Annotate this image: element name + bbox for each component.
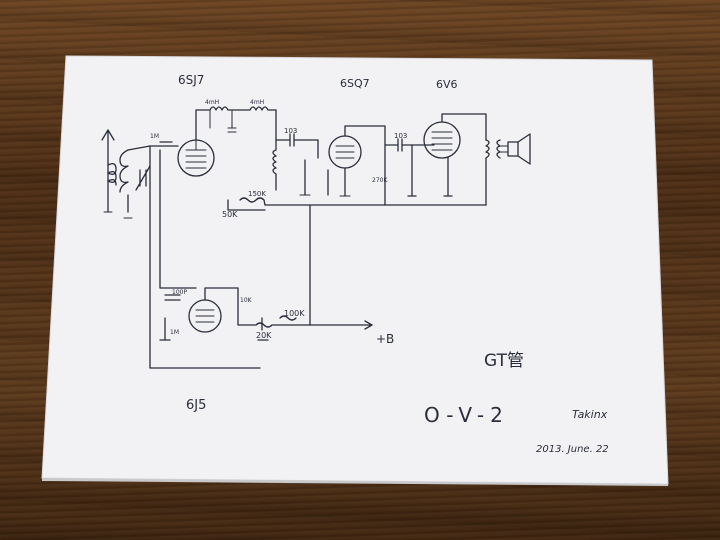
label-res-100k: 100K — [284, 309, 305, 318]
coupling-cap-1 — [275, 133, 319, 159]
speaker-icon — [499, 133, 531, 165]
label-res-1m-top: 1M — [150, 133, 159, 140]
label-res-1m-bottom: 1M — [170, 329, 179, 336]
label-circuit-name: O-V-2 — [424, 403, 509, 427]
antenna-coil — [103, 145, 151, 219]
label-res-150k: 150K — [248, 190, 266, 198]
label-cap-103-b: 103 — [394, 132, 407, 140]
label-cap-10k: 10K — [240, 297, 253, 304]
tuning-capacitor — [135, 165, 151, 191]
label-6v6: 6V6 — [436, 78, 458, 91]
label-res-270k: 270K — [372, 177, 388, 184]
label-6sj7: 6SJ7 — [178, 73, 204, 87]
label-inductor-left: 4mH — [205, 99, 219, 106]
tube-6v6 — [423, 113, 487, 197]
grid-leak-1m — [149, 141, 179, 147]
regen-pot — [237, 315, 311, 341]
coupling-cap-2 — [384, 138, 435, 197]
rf-choke-pair — [195, 106, 277, 141]
label-inductor-right: 4mH — [250, 99, 264, 106]
label-pot-50k: 50K — [222, 210, 238, 219]
label-6sq7: 6SQ7 — [340, 77, 370, 90]
label-cap-103-a: 103 — [284, 127, 297, 135]
output-transformer — [485, 139, 501, 206]
det-resistor — [299, 159, 351, 197]
label-tube-type: GT管 — [484, 351, 524, 371]
label-author: Takinx — [572, 408, 608, 421]
label-cap-100p: 100P — [172, 289, 187, 296]
paper-edge-shadow — [42, 478, 668, 486]
feedback-wires — [149, 145, 261, 369]
label-plus-b: +B — [376, 332, 394, 346]
plate-coil — [272, 109, 277, 191]
antenna-symbol — [101, 129, 115, 213]
label-6j5: 6J5 — [186, 398, 206, 413]
label-pot-20k: 20K — [256, 331, 272, 340]
label-date: 2013. June. 22 — [536, 444, 609, 455]
tube-6j5 — [159, 287, 239, 341]
